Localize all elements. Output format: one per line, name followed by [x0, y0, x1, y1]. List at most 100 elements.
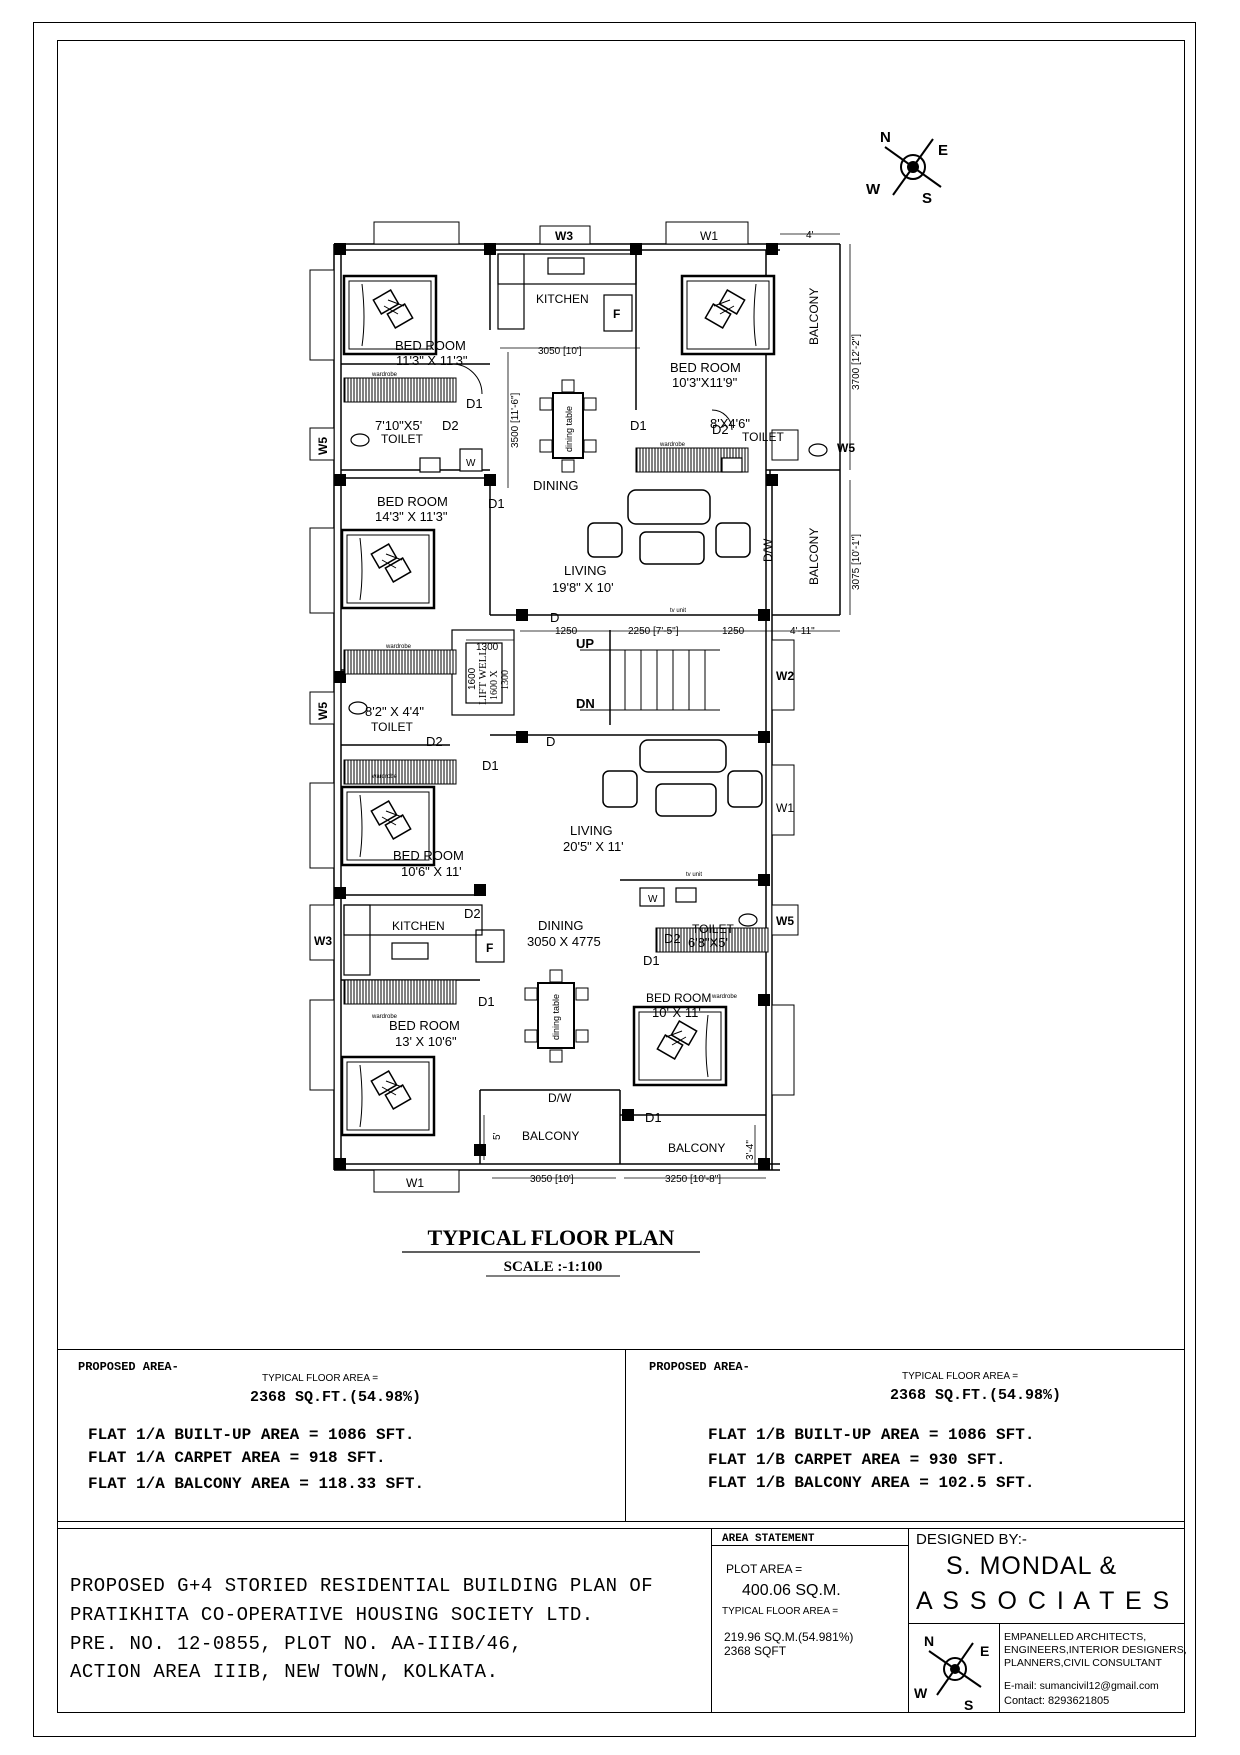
window-w2: W2 [776, 669, 794, 683]
living1-label: LIVING [564, 563, 607, 578]
left-area-heading: PROPOSED AREA- [78, 1360, 179, 1374]
toilet2-size: 8'X4'6" [710, 416, 750, 431]
dim-4-11: 4'-11" [790, 626, 815, 637]
compass-w: W [866, 181, 881, 198]
wardrobe-label-5: wardrobe [371, 1014, 398, 1020]
lift-size-1: 1600 X [489, 670, 500, 701]
left-flat-line-3: FLAT 1/A BALCONY AREA = 118.33 SFT. [88, 1475, 425, 1493]
dim-3050-top: 3050 [10'] [538, 346, 582, 357]
balcony2-label: BALCONY [807, 528, 821, 585]
logo-s: S [964, 1697, 973, 1713]
dim-1300: 1300 [476, 642, 499, 653]
window-w5-d: W5 [776, 914, 794, 928]
plan-title: TYPICAL FLOOR PLAN [428, 1225, 675, 1250]
living1-size: 19'8" X 10' [552, 580, 614, 595]
dim-3050-bottom: 3050 [10'] [530, 1174, 574, 1185]
dining2-label: DINING [538, 918, 584, 933]
right-flat-line-2: FLAT 1/B CARPET AREA = 930 SFT. [708, 1451, 1006, 1469]
washer-2: W [648, 894, 658, 905]
dim-3075: 3075 [10'-1"] [851, 534, 862, 590]
bed5-label: BED ROOM [646, 991, 711, 1005]
bed1-size: 11'3" X 11'3" [396, 353, 468, 368]
area-bottom-rule-2 [57, 1528, 1185, 1529]
right-typical-label: TYPICAL FLOOR AREA = [902, 1371, 1019, 1382]
door-d2-c: D2 [426, 734, 443, 749]
dim-3500: 3500 [11'-6"] [510, 392, 521, 448]
window-w3-top: W3 [555, 229, 573, 243]
dim-3-4: 3'-4" [745, 1140, 756, 1160]
left-typical-value: 2368 SQ.FT.(54.98%) [250, 1389, 422, 1406]
bed4-size: 10'6" X 11' [401, 864, 462, 879]
toilet4-size: 6'8"X5' [688, 935, 728, 950]
tb-typical-value-2: 2368 SQFT [724, 1644, 787, 1658]
wardrobe-label-6: wardrobe [711, 994, 738, 1000]
lift-well-label: LIFT WELL [477, 649, 489, 705]
door-d2-e: D2 [664, 931, 681, 946]
tb-divider-1 [711, 1528, 712, 1713]
firm-desc-2: ENGINEERS,INTERIOR DESIGNERS, [1004, 1644, 1187, 1656]
window-w1-top: W1 [700, 229, 718, 243]
dim-5ft: 5' [492, 1132, 503, 1140]
bed4-label: BED ROOM [393, 848, 464, 863]
firm-email: E-mail: sumancivil12@gmail.com [1004, 1680, 1159, 1692]
door-d1-g: D1 [645, 1110, 662, 1125]
balcony3-label: BALCONY [522, 1129, 579, 1143]
firm-name-line-2: A S S O C I A T E S [916, 1587, 1172, 1615]
plan-scale: SCALE :-1:100 [504, 1259, 603, 1275]
dw-label-2: D/W [548, 1091, 572, 1105]
logo-compass-icon: N E S W [914, 1633, 989, 1713]
firm-name-line-1: S. MONDAL & [946, 1552, 1118, 1580]
lift-size-2: 1300 [500, 670, 511, 690]
balcony1-label: BALCONY [807, 288, 821, 345]
right-flat-line-1: FLAT 1/B BUILT-UP AREA = 1086 SFT. [708, 1426, 1035, 1444]
door-d-a: D [550, 610, 559, 625]
door-d2-a: D2 [442, 418, 459, 433]
right-typical-value: 2368 SQ.FT.(54.98%) [890, 1387, 1062, 1404]
toilet1-size: 7'10"X5' [375, 418, 422, 433]
up-label: UP [576, 636, 594, 651]
dw-label-1: D/W [761, 538, 775, 562]
window-w1-bottom: W1 [406, 1176, 424, 1190]
area-statement-heading: AREA STATEMENT [722, 1533, 815, 1545]
tb-header-rule [711, 1545, 908, 1546]
window-w5-b: W5 [837, 441, 855, 455]
bed6-size: 13' X 10'6" [395, 1034, 457, 1049]
dining1-label: DINING [533, 478, 579, 493]
bed5-size: 10' X 11' [652, 1005, 701, 1020]
wardrobe-label-4: wardrobe [371, 774, 398, 780]
fridge2: F [486, 941, 493, 955]
wardrobe-label-1: wardrobe [371, 372, 398, 378]
compass-rose [884, 138, 942, 196]
project-line-2: PRATIKHITA CO-OPERATIVE HOUSING SOCIETY … [70, 1604, 594, 1626]
door-d1-c: D1 [488, 496, 505, 511]
area-divider [625, 1349, 626, 1521]
firm-desc-3: PLANNERS,CIVIL CONSULTANT [1004, 1657, 1162, 1669]
door-d-b: D [546, 734, 555, 749]
toilet1-label: TOILET [381, 432, 423, 446]
logo-e: E [980, 1643, 989, 1659]
door-d2-d: D2 [464, 906, 481, 921]
compass-s: S [922, 190, 932, 207]
dn-label: DN [576, 696, 595, 711]
window-w3-left: W3 [314, 934, 332, 948]
door-d1-d: D1 [482, 758, 499, 773]
right-area-heading: PROPOSED AREA- [649, 1360, 750, 1374]
compass-n: N [880, 129, 891, 146]
firm-desc-1: EMPANELLED ARCHITECTS, [1004, 1631, 1147, 1643]
window-w5-c: W5 [316, 702, 330, 720]
window-w1-right: W1 [776, 801, 794, 815]
area-top-rule [57, 1349, 1185, 1350]
outer-border [33, 22, 1196, 1737]
dim-2250: 2250 [7'-5"] [628, 626, 679, 637]
window-w5-a: W5 [316, 437, 330, 455]
left-typical-label: TYPICAL FLOOR AREA = [262, 1373, 379, 1384]
door-d1-e: D1 [643, 953, 660, 968]
dim-1250-b: 1250 [722, 626, 745, 637]
dining-table-label-2: dining table [551, 994, 561, 1040]
washer-1: W [466, 458, 476, 469]
plot-area-value: 400.06 SQ.M. [742, 1582, 841, 1599]
door-d1-f: D1 [478, 994, 495, 1009]
dining-table-label-1: dining table [564, 406, 574, 452]
living2-label: LIVING [570, 823, 613, 838]
tb-logo-divider [999, 1623, 1000, 1713]
